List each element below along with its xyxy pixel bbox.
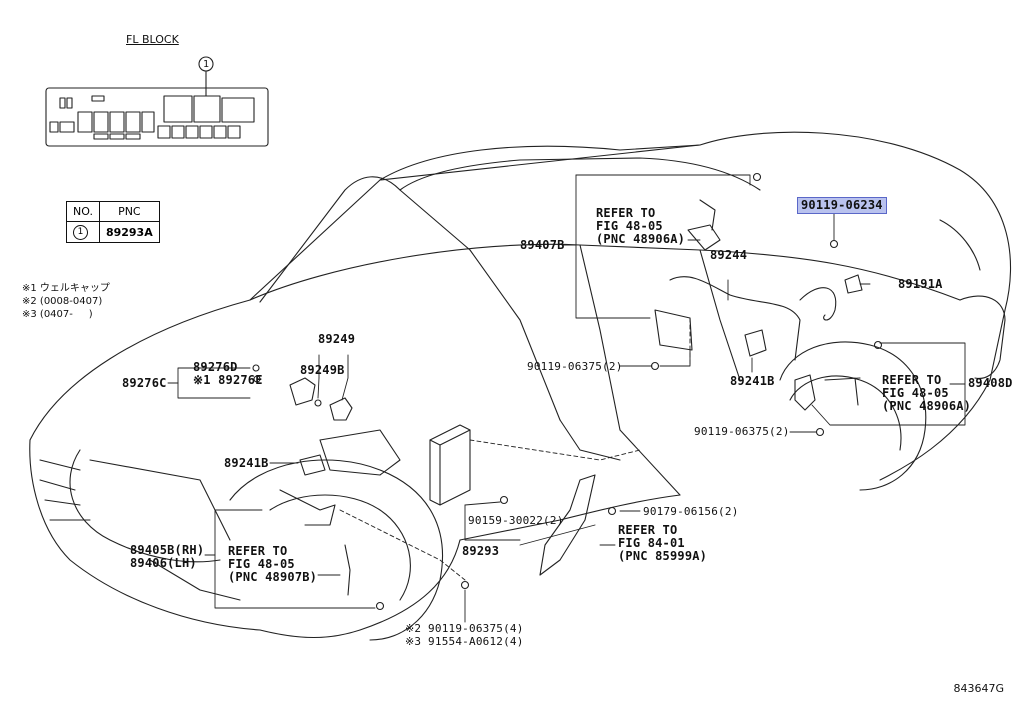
car-body-outline (29, 131, 1012, 641)
part-90159-30022[interactable]: 90159-30022(2) (468, 514, 564, 527)
note-1: ※1 ウェルキャップ (22, 283, 110, 294)
refer-box-84-01[interactable]: REFER TO FIG 84-01 (PNC 85999A) (618, 524, 707, 563)
part-89276E[interactable]: ※1 89276E (193, 373, 263, 387)
part-89276D[interactable]: 89276D (193, 360, 238, 374)
refer-upper-line2: FIG 48-05 (596, 219, 663, 233)
part-89241B-left[interactable]: 89241B (224, 456, 269, 470)
leader-lines (167, 174, 966, 623)
part-90119-06375-2-lower[interactable]: 90119-06375(2) (694, 425, 790, 438)
pnc-table-header: NO. PNC (66, 201, 160, 222)
part-89249[interactable]: 89249 (318, 332, 356, 346)
refer-84-line2: FIG 84-01 (618, 536, 685, 550)
pnc-table-row: 1 89293A (66, 221, 160, 243)
pnc-header-no: NO. (66, 201, 100, 222)
fl-block-title: FL BLOCK (126, 33, 179, 46)
refer-upper-line3: (PNC 48906A) (596, 232, 686, 246)
diagram-code: 843647G (953, 682, 1004, 695)
part-89293[interactable]: 89293 (462, 544, 500, 558)
fl-block-callout-1: 1 (203, 59, 210, 70)
refer-right-line2: FIG 48-05 (882, 386, 949, 400)
refer-box-lower-left[interactable]: REFER TO FIG 48-05 (PNC 48907B) (228, 545, 317, 584)
refer-box-upper[interactable]: REFER TO FIG 48-05 (PNC 48906A) (596, 207, 685, 246)
pnc-row-no: 1 (66, 221, 100, 243)
part-89408D[interactable]: 89408D (968, 376, 1013, 390)
part-90119-06375-4[interactable]: ※2 90119-06375(4) (405, 622, 524, 635)
refer-right-line1: REFER TO (882, 373, 942, 387)
refer-lower-line3: (PNC 48907B) (228, 570, 318, 584)
note-3: ※3 (0407- ) (22, 309, 93, 320)
pnc-row-no-circle: 1 (73, 225, 88, 240)
note-2: ※2 (0008-0407) (22, 296, 103, 307)
part-89244[interactable]: 89244 (710, 248, 748, 262)
part-89406-LH[interactable]: 89406(LH) (130, 556, 197, 570)
refer-lower-line2: FIG 48-05 (228, 557, 295, 571)
parts-drawings (252, 172, 883, 611)
part-91554-A0612[interactable]: ※3 91554-A0612(4) (405, 635, 524, 648)
fl-block-drawing (45, 56, 269, 147)
notes-block: ※1 ウェルキャップ ※2 (0008-0407) ※3 (0407- ) (22, 282, 110, 321)
part-89191A[interactable]: 89191A (898, 277, 943, 291)
part-89249B[interactable]: 89249B (300, 363, 345, 377)
part-89407B[interactable]: 89407B (520, 238, 565, 252)
refer-84-line1: REFER TO (618, 523, 678, 537)
pnc-table: NO. PNC 1 89293A (66, 201, 160, 243)
refer-right-line3: (PNC 48906A) (882, 399, 972, 413)
refer-lower-line1: REFER TO (228, 544, 288, 558)
pnc-row-pnc[interactable]: 89293A (98, 221, 160, 243)
part-90119-06375-2-upper[interactable]: 90119-06375(2) (527, 360, 623, 373)
part-90179-06156[interactable]: 90179-06156(2) (643, 505, 739, 518)
refer-84-line3: (PNC 85999A) (618, 549, 708, 563)
part-90119-06234[interactable]: 90119-06234 (797, 197, 887, 214)
part-89241B-right[interactable]: 89241B (730, 374, 775, 388)
part-89405B-RH[interactable]: 89405B(RH) (130, 543, 205, 557)
refer-box-right[interactable]: REFER TO FIG 48-05 (PNC 48906A) (882, 374, 971, 413)
refer-upper-line1: REFER TO (596, 206, 656, 220)
part-89276C[interactable]: 89276C (122, 376, 167, 390)
pnc-header-pnc: PNC (98, 201, 160, 222)
